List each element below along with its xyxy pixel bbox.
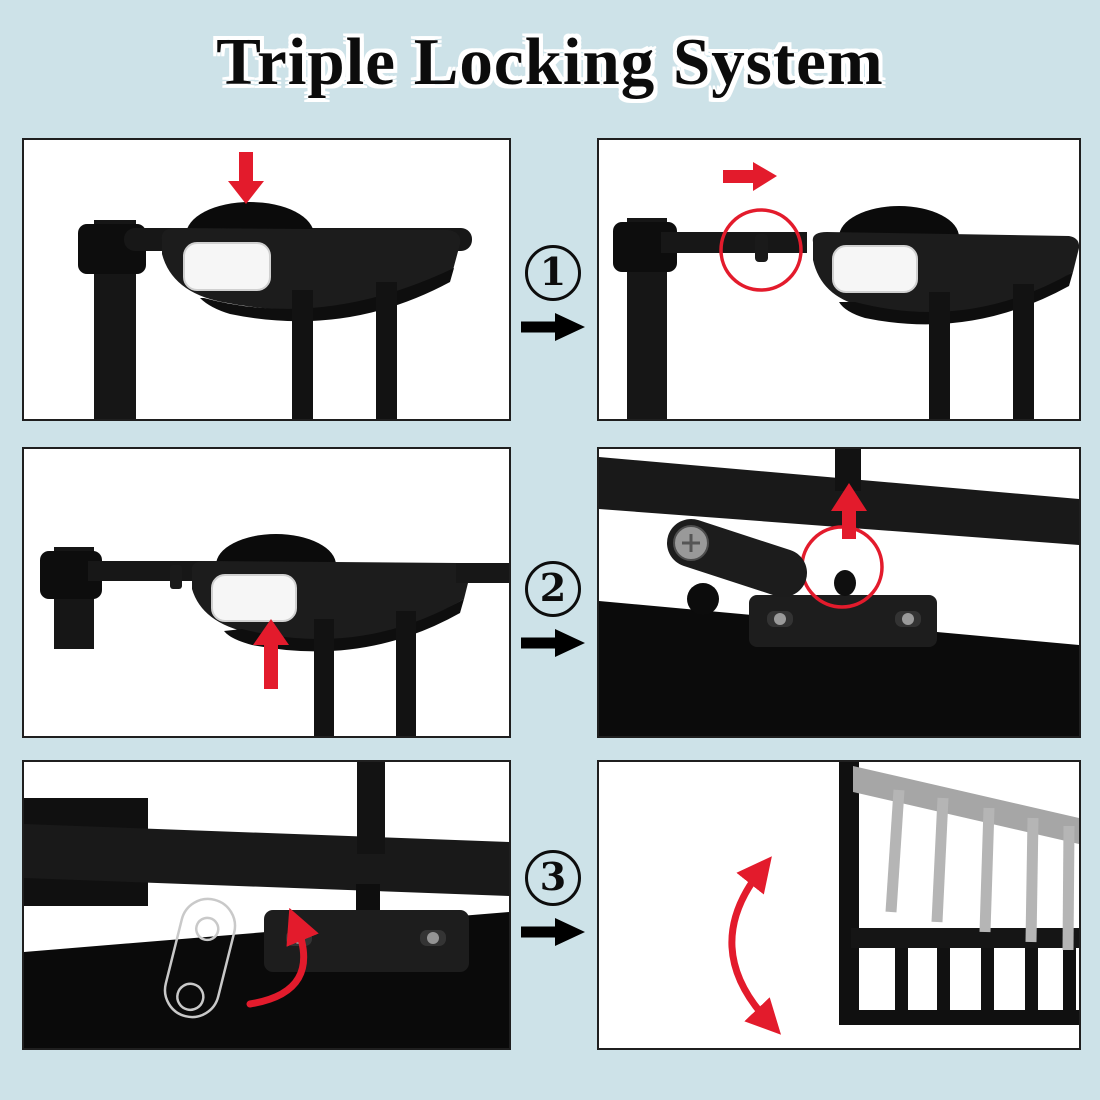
step-2-before-panel [22,447,511,738]
gate-handle-press-illustration [78,152,472,419]
red-curved-arrow-icon [246,907,319,1008]
step-1-indicator: 1 [510,245,596,341]
step-2-indicator: 2 [510,561,596,657]
black-right-arrow-icon [521,629,585,657]
step-2-number: 2 [525,561,581,617]
step-1-number: 1 [525,245,581,301]
gate-latch-slide-illustration [613,162,1079,419]
gate-handle-lift-illustration [40,534,509,736]
red-curved-double-arrow-icon [728,856,782,1035]
thumb-lever-outline-icon [163,897,237,1019]
bottom-latch-closeup-illustration [599,449,1079,736]
step-1-before-panel [22,138,511,421]
bottom-lever-rotate-illustration [24,762,509,1048]
red-circle-highlight-icon [719,208,803,292]
page-title: Triple Locking System [216,25,884,99]
red-arrow-right-icon [723,162,777,191]
step-3-indicator: 3 [510,850,596,946]
step-3-number: 3 [525,850,581,906]
red-arrow-up-icon [831,483,867,539]
red-arrow-down-icon [228,152,264,204]
step-2-after-panel [597,447,1081,738]
step-3-before-panel [22,760,511,1050]
black-right-arrow-icon [521,918,585,946]
red-arrow-up-icon [253,619,289,689]
gate-swing-open-illustration [728,762,1079,1035]
black-right-arrow-icon [521,313,585,341]
open-gate-door-icon [853,766,1079,951]
thumb-lever-icon [667,519,807,615]
step-3-after-panel [597,760,1081,1050]
step-1-after-panel [597,138,1081,421]
